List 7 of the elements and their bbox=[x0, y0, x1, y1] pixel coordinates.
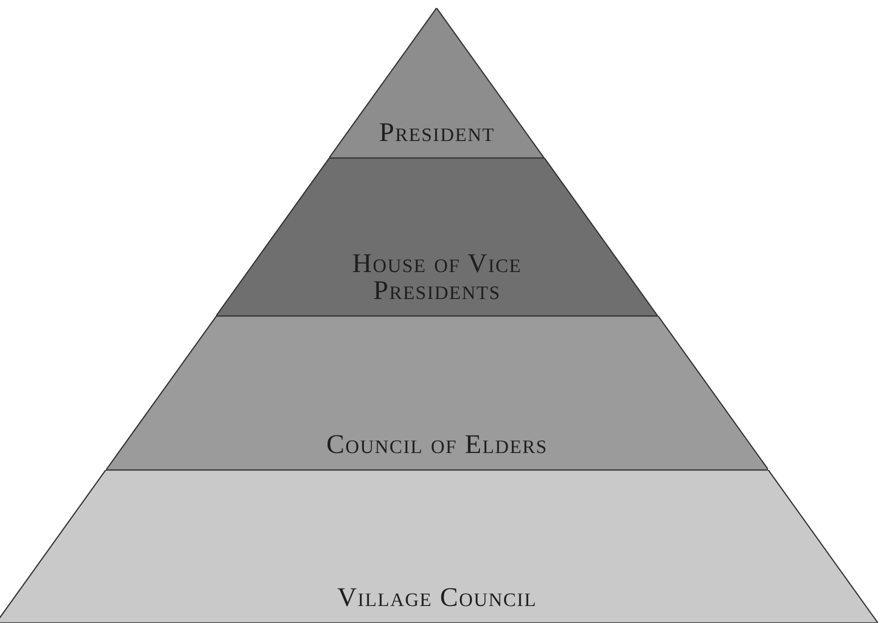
pyramid-tier bbox=[0, 470, 878, 623]
tier-label: House of Vice Presidents bbox=[351, 250, 523, 304]
tier-label: President bbox=[378, 119, 496, 146]
pyramid-tier bbox=[216, 158, 658, 316]
tier-label: Council of Elders bbox=[325, 431, 549, 458]
tier-label: Village Council bbox=[336, 584, 538, 611]
pyramid-tier bbox=[106, 316, 768, 470]
